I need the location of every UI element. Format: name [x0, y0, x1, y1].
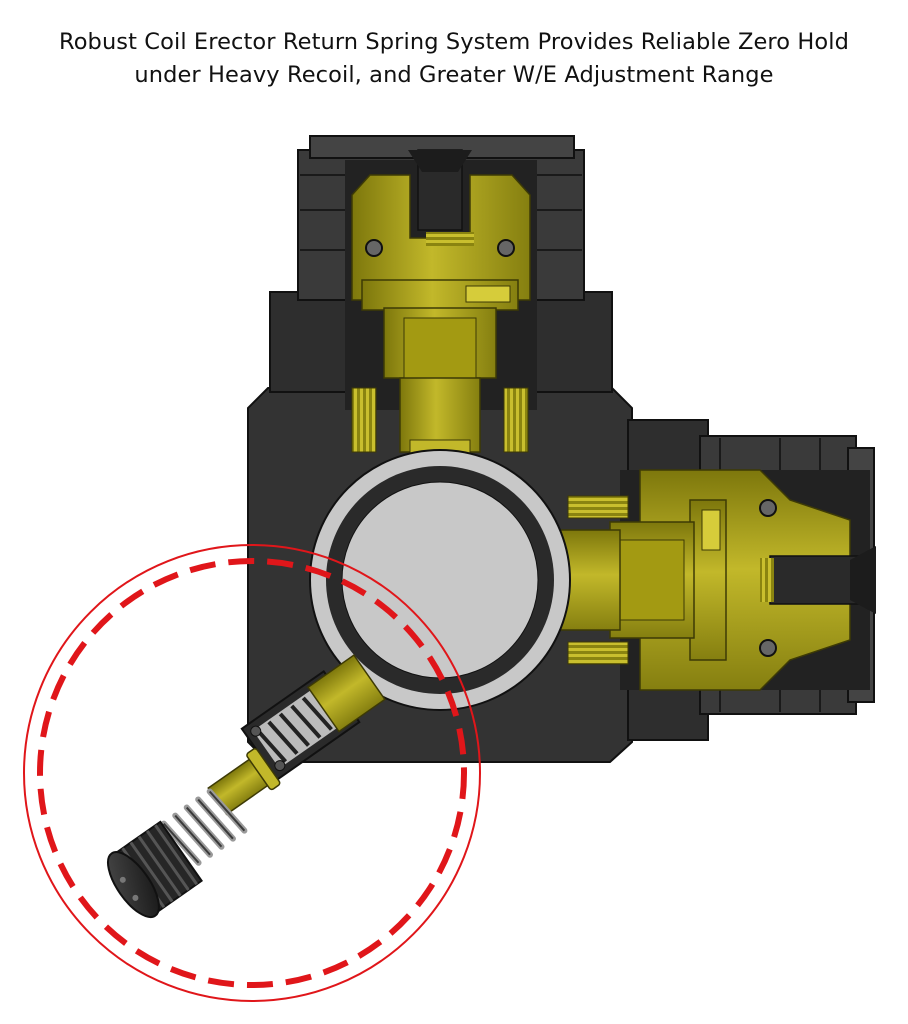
- diagram-caption: Robust Coil Erector Return Spring System…: [0, 26, 908, 92]
- highlight-circle-dashed: [37, 558, 467, 988]
- installed-spring-assembly: [240, 654, 386, 781]
- highlight-circle-thin: [23, 544, 481, 1002]
- erector-tube-inner: [341, 481, 539, 679]
- caption-line-1: Robust Coil Erector Return Spring System…: [58, 29, 850, 55]
- exploded-plunger: [207, 748, 281, 816]
- elevation-turret: [269, 135, 613, 455]
- caption-line-2: under Heavy Recoil, and Greater W/E Adju…: [134, 62, 774, 88]
- windage-turret: [559, 419, 876, 741]
- exploded-threaded-cap: [107, 820, 203, 919]
